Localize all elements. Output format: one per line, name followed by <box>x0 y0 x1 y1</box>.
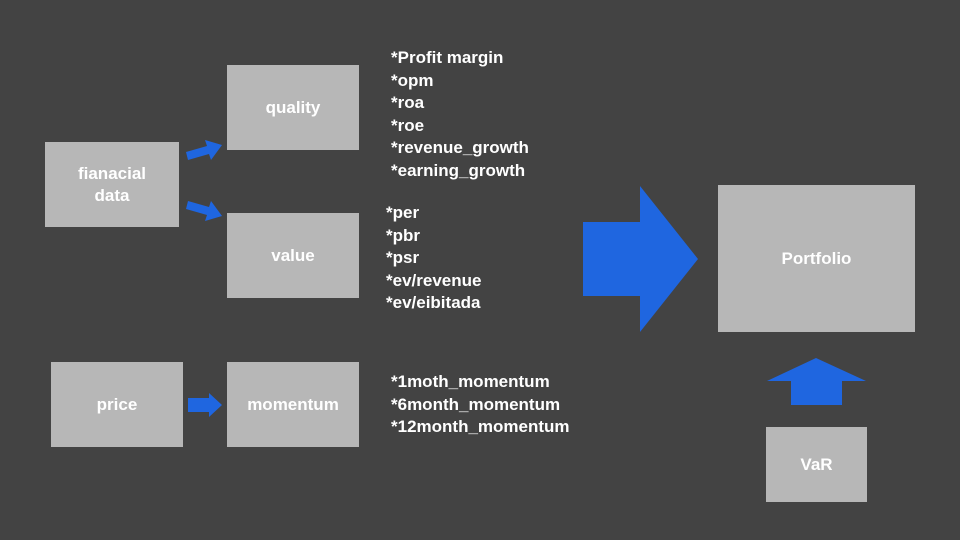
metric-item: *ev/revenue <box>386 270 482 290</box>
metric-item: *pbr <box>386 225 420 245</box>
metric-item: *revenue_growth <box>391 138 529 158</box>
metric-item: *1moth_momentum <box>391 372 550 391</box>
metric-item: *ev/eibitada <box>386 293 481 313</box>
arrow-to-portfolio <box>583 186 698 332</box>
var-label: VaR <box>800 454 833 474</box>
price-label: price <box>96 394 138 414</box>
quality-metrics-list: *Profit margin *opm *roa*roe *revenue_growt… <box>391 47 529 183</box>
quality-box: quality <box>227 65 359 150</box>
var-box: VaR <box>766 427 867 502</box>
metric-item: *per <box>386 203 420 222</box>
metric-item: *psr <box>386 248 420 268</box>
momentum-metrics-list: *1moth_momentum *6month_momentum *12month_… <box>391 371 570 439</box>
momentum-box: momentum <box>227 362 359 447</box>
portfolio-label: Portfolio <box>781 248 852 268</box>
arrow-price-to-momentum <box>188 393 222 417</box>
quality-label: quality <box>265 97 321 117</box>
metric-item: *opm <box>391 70 434 90</box>
momentum-label: momentum <box>247 394 339 414</box>
arrow-var-to-portfolio <box>767 358 866 405</box>
metric-item: *12month_momentum <box>391 417 570 437</box>
value-label: value <box>271 245 315 265</box>
value-metrics-list: *per *pbr *psr*ev/revenue *ev/eibitada <box>386 202 481 315</box>
metric-item: *roa <box>391 93 425 113</box>
metric-item: *roe <box>391 115 425 135</box>
price-box: price <box>51 362 183 447</box>
financial-data-label: fianacial data <box>77 163 147 205</box>
arrow-financial-to-value <box>186 201 222 221</box>
metric-item: *earning_growth <box>391 160 526 180</box>
financial-data-box: fianacial data <box>45 142 179 227</box>
portfolio-box: Portfolio <box>718 185 915 332</box>
metric-item: *Profit margin <box>391 48 504 67</box>
value-box: value <box>227 213 359 298</box>
metric-item: *6month_momentum <box>391 394 561 414</box>
arrow-financial-to-quality <box>186 140 222 160</box>
